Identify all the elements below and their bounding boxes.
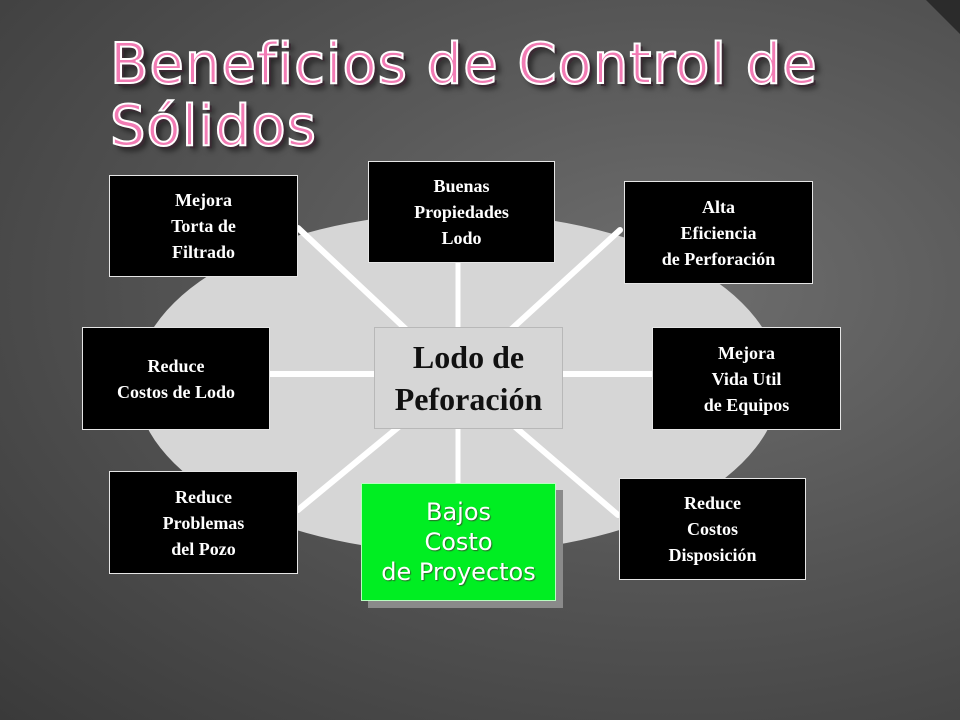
slide-title: Beneficios de Control de Sólidos bbox=[109, 32, 818, 159]
node-reduce-problemas: Reduce Problemas del Pozo bbox=[109, 471, 298, 574]
node-reduce-costos-lodo: Reduce Costos de Lodo bbox=[82, 327, 270, 430]
node-alta-eficiencia: Alta Eficiencia de Perforación bbox=[624, 181, 813, 284]
center-node-lodo: Lodo de Peforación bbox=[374, 327, 563, 429]
node-mejora-vida-util: Mejora Vida Util de Equipos bbox=[652, 327, 841, 430]
node-bajos-costo-proyectos: Bajos Costo de Proyectos bbox=[361, 483, 556, 601]
node-buenas-propiedades: Buenas Propiedades Lodo bbox=[368, 161, 555, 263]
corner-fold-decoration bbox=[926, 0, 960, 34]
node-mejora-torta: Mejora Torta de Filtrado bbox=[109, 175, 298, 277]
node-reduce-disposicion: Reduce Costos Disposición bbox=[619, 478, 806, 580]
